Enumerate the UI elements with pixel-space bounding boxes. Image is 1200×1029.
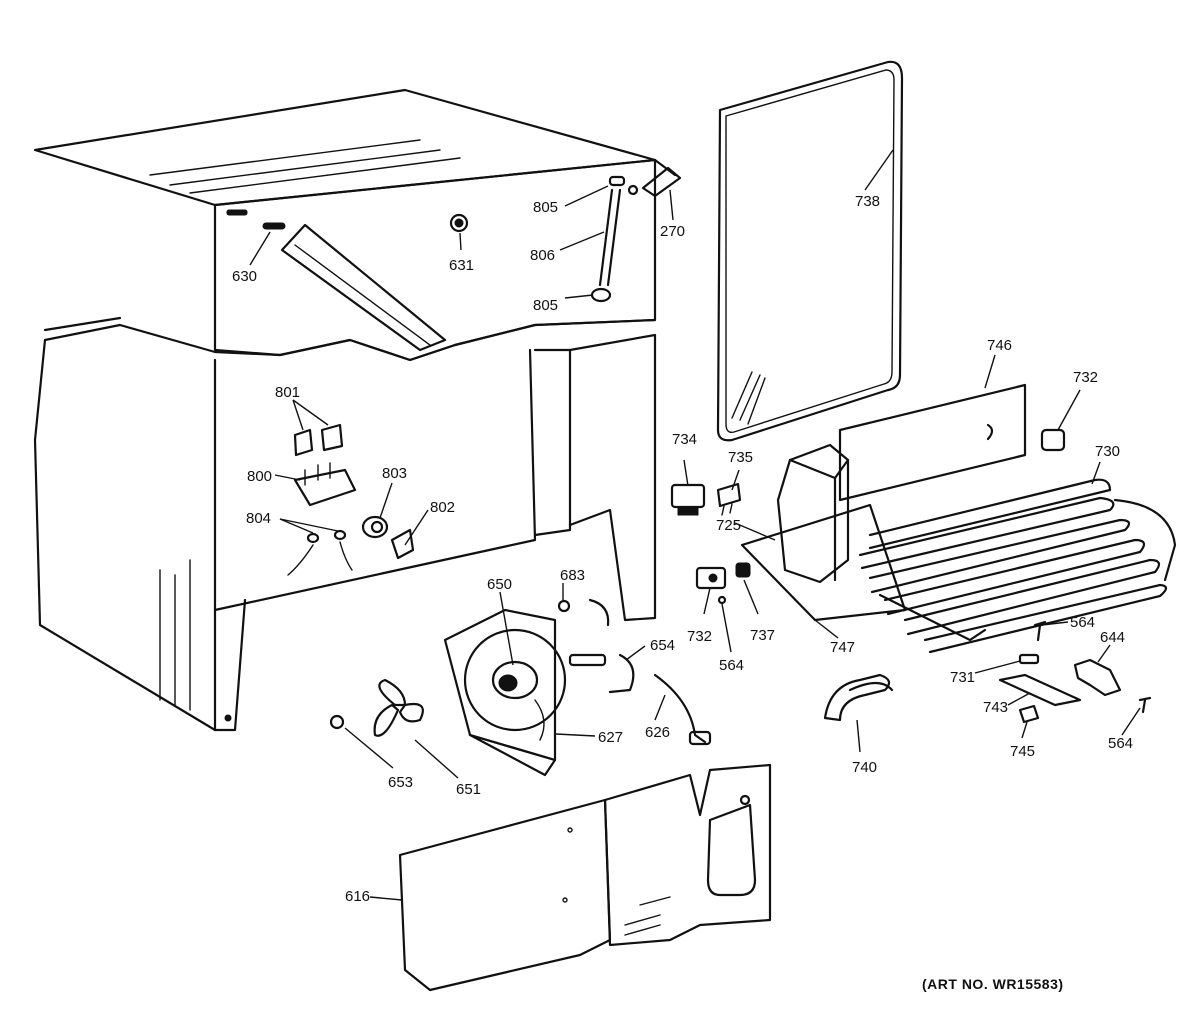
mounting-hardware <box>998 620 1152 724</box>
label-270: 270 <box>660 223 685 240</box>
fan-shroud <box>443 598 610 777</box>
gasket-738 <box>716 60 904 442</box>
label-564-right: 564 <box>1108 735 1133 752</box>
label-804: 804 <box>246 510 271 527</box>
label-653: 653 <box>388 774 413 791</box>
label-732-top: 732 <box>1073 369 1098 386</box>
label-734: 734 <box>672 431 697 448</box>
access-cover <box>398 763 772 992</box>
label-731: 731 <box>950 669 975 686</box>
label-745: 745 <box>1010 743 1035 760</box>
label-737: 737 <box>750 627 775 644</box>
label-801: 801 <box>275 384 300 401</box>
label-747: 747 <box>830 639 855 656</box>
bracket-740 <box>823 673 894 722</box>
label-626: 626 <box>645 724 670 741</box>
label-740: 740 <box>852 759 877 776</box>
wire-harness <box>608 653 712 746</box>
part-labels: 630 631 805 806 805 270 738 746 732 730 … <box>232 193 1133 905</box>
label-627: 627 <box>598 729 623 746</box>
label-654: 654 <box>650 637 675 654</box>
label-650: 650 <box>487 576 512 593</box>
label-803: 803 <box>382 465 407 482</box>
label-651: 651 <box>456 781 481 798</box>
label-631: 631 <box>449 257 474 274</box>
label-806: 806 <box>530 247 555 264</box>
valve-parts <box>287 423 415 576</box>
condenser-coils <box>858 478 1177 654</box>
label-644: 644 <box>1100 629 1125 646</box>
label-616: 616 <box>345 888 370 905</box>
label-732-bottom: 732 <box>687 628 712 645</box>
art-number: (ART NO. WR15583) <box>922 976 1064 992</box>
compressor-assembly <box>740 383 1177 654</box>
label-738: 738 <box>855 193 880 210</box>
drain-assembly <box>590 166 682 303</box>
label-725: 725 <box>716 517 741 534</box>
label-630: 630 <box>232 268 257 285</box>
fan-blade <box>329 678 424 737</box>
label-743: 743 <box>983 699 1008 716</box>
label-802: 802 <box>430 499 455 516</box>
label-805-bottom: 805 <box>533 297 558 314</box>
label-735: 735 <box>728 449 753 466</box>
label-746: 746 <box>987 337 1012 354</box>
label-805-top: 805 <box>533 199 558 216</box>
label-564-mid: 564 <box>1070 614 1095 631</box>
label-683: 683 <box>560 567 585 584</box>
label-730: 730 <box>1095 443 1120 460</box>
label-564-left: 564 <box>719 657 744 674</box>
label-800: 800 <box>247 468 272 485</box>
cabinet <box>33 88 677 732</box>
leader-lines <box>249 149 1141 901</box>
electrical-components <box>670 482 751 605</box>
